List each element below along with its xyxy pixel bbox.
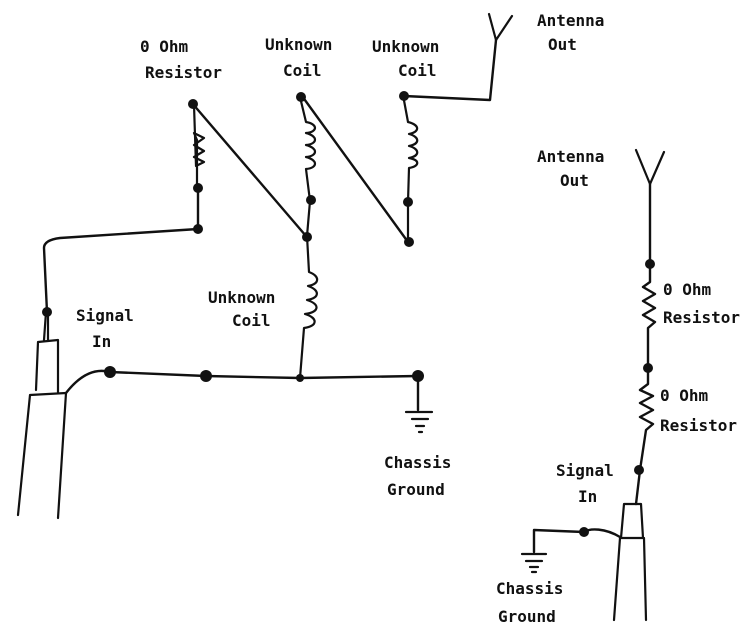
- right-coax-cable: [612, 502, 648, 622]
- left-coil-1-label-line1: Unknown: [265, 35, 332, 54]
- left-coil-1-label-line2: Coil: [283, 61, 322, 80]
- left-signal-label-line2: In: [92, 332, 111, 351]
- left-ground-label-line1: Chassis: [384, 453, 451, 472]
- left-antenna-label-line2: Out: [548, 35, 577, 54]
- right-circuit: [520, 148, 666, 622]
- left-signal-label-line1: Signal: [76, 306, 134, 325]
- left-dot-coil2-top: [399, 91, 409, 101]
- left-antenna-wire: [402, 38, 498, 102]
- left-ground-symbol: [404, 410, 434, 434]
- left-coil-3-symbol: [298, 234, 319, 380]
- right-signal-label-line1: Signal: [556, 461, 614, 480]
- right-resistor-2-label-line1: 0 Ohm: [660, 386, 709, 405]
- left-dot-rail-4: [412, 370, 424, 382]
- left-dot-coil1-top: [296, 92, 306, 102]
- right-ground-symbol: [520, 552, 548, 574]
- right-vertical-wire: [634, 182, 657, 506]
- right-dot-1: [645, 259, 655, 269]
- left-diagonal-wire-1: [190, 101, 308, 238]
- right-resistor-1-label-line2: Resistor: [663, 308, 740, 327]
- left-dot-resistor-bottom: [193, 183, 203, 193]
- right-ground-wire: [532, 528, 622, 554]
- right-dot-2: [643, 363, 653, 373]
- right-signal-label-line2: In: [578, 487, 597, 506]
- left-dot-rail-3: [296, 374, 304, 382]
- left-circuit: [16, 12, 514, 520]
- right-ground-label-line1: Chassis: [496, 579, 563, 598]
- left-dot-coil2-bottom: [404, 237, 414, 247]
- left-ground-rail: [64, 369, 420, 412]
- right-antenna-symbol: [634, 148, 666, 186]
- left-resistor-label-line1: 0 Ohm: [140, 37, 189, 56]
- left-ground-label-line2: Ground: [387, 480, 445, 499]
- left-resistor-symbol: [192, 103, 206, 190]
- left-dot-rail-2: [200, 370, 212, 382]
- left-coil-2-symbol: [401, 93, 419, 244]
- right-ground-label-line2: Ground: [498, 607, 556, 626]
- right-dot-4: [579, 527, 589, 537]
- left-resistor-label-line2: Resistor: [145, 63, 222, 82]
- left-dot-resistor-junction: [193, 224, 203, 234]
- left-coil-2-label-line2: Coil: [398, 61, 437, 80]
- labels: 0 Ohm Resistor Unknown Coil Unknown Coil…: [76, 11, 740, 626]
- left-dot-resistor-top: [188, 99, 198, 109]
- left-dot-signal-wire: [42, 307, 52, 317]
- left-coil-1-symbol: [298, 95, 317, 238]
- left-dot-coil1-mid: [306, 195, 316, 205]
- left-coil-2-label-line1: Unknown: [372, 37, 439, 56]
- left-antenna-symbol: [487, 12, 514, 42]
- left-antenna-label-line1: Antenna: [537, 11, 604, 30]
- left-diagonal-wire-2: [300, 94, 410, 244]
- left-dot-coil2-mid: [403, 197, 413, 207]
- left-coil-3-label-line1: Unknown: [208, 288, 275, 307]
- right-antenna-label-line2: Out: [560, 171, 589, 190]
- left-coil-3-label-line2: Coil: [232, 311, 271, 330]
- right-antenna-label-line1: Antenna: [537, 147, 604, 166]
- left-dot-rail-1: [104, 366, 116, 378]
- left-coax-cable: [16, 310, 68, 520]
- right-dot-3: [634, 465, 644, 475]
- left-dot-coil1-bottom: [302, 232, 312, 242]
- right-resistor-2-label-line2: Resistor: [660, 416, 737, 435]
- right-resistor-1-label-line1: 0 Ohm: [663, 280, 712, 299]
- left-signal-wire: [42, 186, 200, 314]
